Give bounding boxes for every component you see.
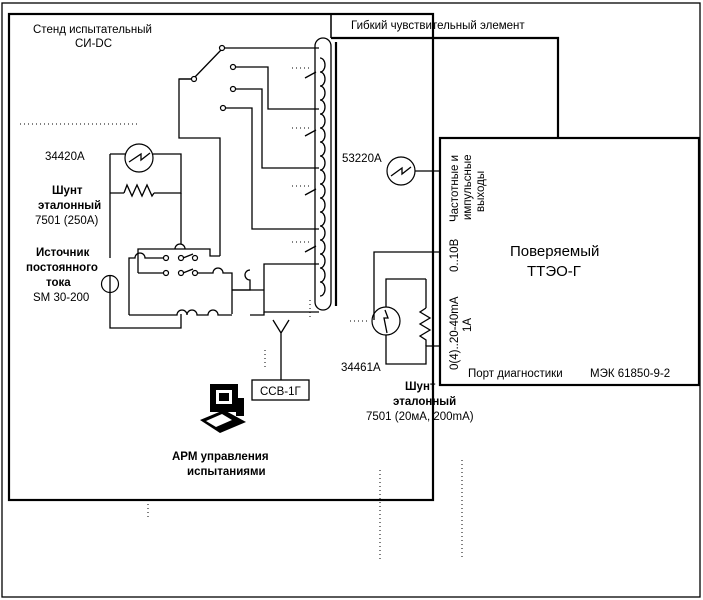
meter-53220a bbox=[386, 156, 416, 186]
meter-53220a-label: 53220A bbox=[342, 153, 382, 165]
arm-line2: испытаниями bbox=[187, 466, 266, 478]
shunt-small-resistor bbox=[418, 307, 432, 346]
antenna-icon bbox=[272, 319, 290, 380]
shunt-250-line2: эталонный bbox=[38, 200, 101, 212]
shunt-small-line1: Шунт bbox=[405, 381, 436, 393]
flexible-element-label: Гибкий чувствительный элемент bbox=[351, 20, 525, 32]
stand-title-line1: Стенд испытательный bbox=[33, 24, 152, 36]
shunt-small-line2: эталонный bbox=[393, 396, 456, 408]
shunt-250-wiring bbox=[109, 153, 182, 258]
shunt-small-wiring bbox=[373, 251, 440, 365]
switch-block bbox=[128, 243, 319, 316]
port-current-line1: 0(4)..20-40mA bbox=[449, 296, 461, 370]
port-freq-line2: импульсные bbox=[462, 154, 474, 220]
stand-title-line2: СИ-DC bbox=[75, 38, 112, 50]
meter-34461a-label: 34461A bbox=[341, 362, 381, 374]
current-source-symbol bbox=[100, 274, 120, 294]
meter-34420a bbox=[124, 143, 154, 173]
port-current-line2: 1A bbox=[462, 318, 474, 332]
ssv-label: ССВ-1Г bbox=[260, 386, 302, 398]
source-line3: тока bbox=[46, 277, 71, 289]
arm-line1: АРМ управления bbox=[172, 451, 269, 463]
meter-34461a bbox=[371, 306, 401, 336]
shunt-small-line3: 7501 (20мА, 200mA) bbox=[366, 411, 474, 423]
shunt-250-resistor bbox=[123, 183, 155, 198]
tap-selector bbox=[178, 44, 319, 256]
source-line1: Источник bbox=[36, 247, 90, 259]
ssv-box bbox=[251, 379, 310, 401]
protocol-label: МЭК 61850-9-2 bbox=[590, 368, 670, 380]
dut-port-labels: Частотные и импульсные выходы 0..10В 0(4… bbox=[449, 154, 487, 370]
stand-frame bbox=[7, 12, 435, 502]
flexible-coil bbox=[292, 37, 338, 311]
source-wiring bbox=[109, 293, 182, 329]
port-freq-line1: Частотные и bbox=[449, 155, 461, 222]
shunt-250-line3: 7501 (250A) bbox=[35, 215, 98, 227]
port-voltage: 0..10В bbox=[449, 238, 461, 272]
source-line4: SM 30-200 bbox=[33, 292, 89, 304]
meter-34420a-label: 34420A bbox=[45, 151, 85, 163]
shunt-250-line1: Шунт bbox=[52, 185, 83, 197]
flexible-element-wire bbox=[331, 36, 560, 138]
dut-title-line1: Поверяемый bbox=[510, 243, 599, 260]
dut-box bbox=[438, 136, 701, 387]
dut-title-line2: ТТЭО-Г bbox=[527, 263, 581, 280]
computer-icon bbox=[200, 384, 246, 433]
diag-port-label: Порт диагностики bbox=[468, 368, 563, 380]
port-freq-line3: выходы bbox=[475, 171, 487, 212]
source-line2: постоянного bbox=[26, 262, 98, 274]
dotted-guides bbox=[20, 123, 463, 560]
